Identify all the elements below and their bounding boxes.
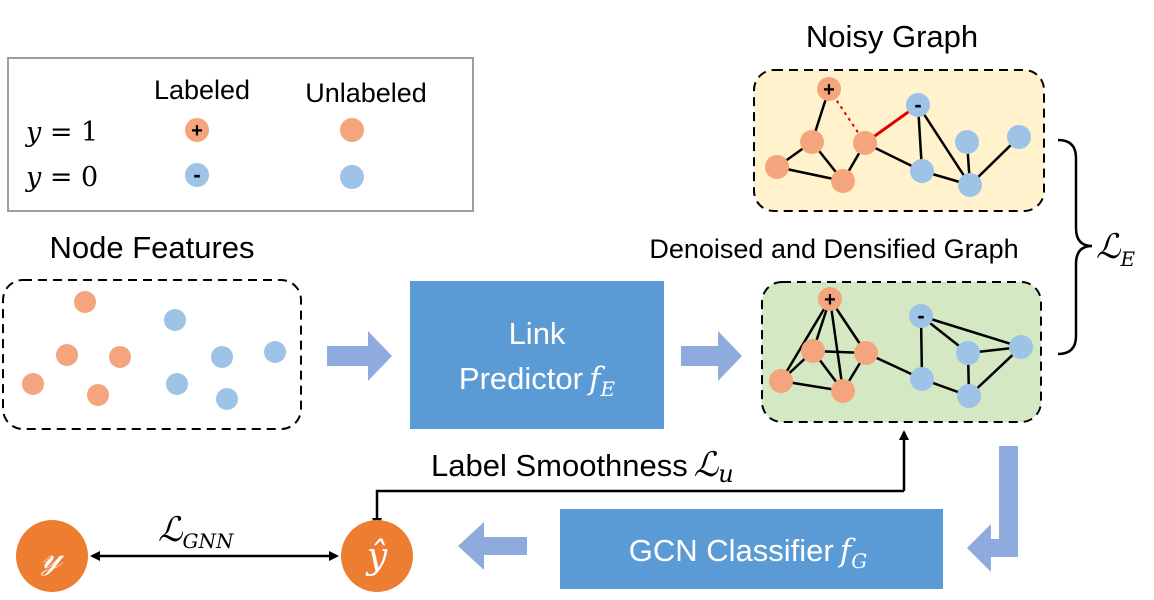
smoothness-arrow-down: [372, 489, 904, 528]
noisy-graph-box: [753, 69, 1045, 212]
graph-node: [801, 339, 825, 363]
legend-unlabeled-header: Unlabeled: [305, 78, 427, 108]
graph-node: [831, 169, 855, 193]
loss-e-sub: E: [1120, 247, 1136, 271]
loss-gnn-sub: GNN: [183, 529, 235, 553]
feature-node: [22, 373, 44, 395]
graph-edge: [920, 314, 1022, 349]
legend: Labeled Unlabeled y = 1 y = 0 + -: [7, 57, 474, 212]
ground-truth-label-symbol: 𝓎: [41, 536, 65, 577]
plus-sign: +: [823, 79, 835, 101]
ground-truth-label-node: [16, 520, 88, 592]
arrow-predictor-to-graph: [681, 331, 742, 381]
arrow-graph-to-gcn: [967, 446, 1018, 572]
graph-node: [854, 341, 878, 365]
arrow-gcn-to-prediction: [458, 522, 527, 570]
arrow-features-to-predictor: [327, 331, 392, 381]
denoised-graph: + -: [761, 281, 1042, 423]
legend-minus-sign: -: [193, 162, 200, 187]
graph-node: [1009, 335, 1033, 359]
feature-node: [216, 388, 238, 410]
graph-node: [765, 155, 789, 179]
legend-labeled-positive-node: [185, 118, 209, 142]
graph-edge: [779, 298, 832, 382]
legend-row-y0: y = 0: [25, 162, 98, 193]
legend-row-y0-eq: = 0: [41, 162, 98, 193]
denoised-graph-title: Denoised and Densified Graph: [649, 234, 1018, 264]
noisy-graph: + -: [753, 69, 1045, 212]
label-smoothness-symbol: ℒ: [694, 445, 720, 485]
loss-e-label: ℒE: [1096, 227, 1136, 271]
minus-sign: -: [914, 92, 921, 117]
node-features-box: [2, 279, 302, 430]
graph-node: [910, 159, 934, 183]
label-smoothness-text: Label Smoothness: [431, 448, 688, 483]
labeled-negative-node: [909, 304, 933, 328]
minus-sign: -: [917, 303, 924, 328]
legend-box: [7, 57, 474, 212]
link-predictor-fn-sub: E: [599, 377, 615, 401]
noisy-graph-title: Noisy Graph: [806, 19, 978, 54]
label-smoothness-sub: u: [718, 460, 733, 488]
graph-node: [955, 130, 979, 154]
gcn-classifier-box: [560, 509, 943, 589]
plus-sign: +: [824, 289, 836, 311]
loss-gnn-label: ℒGNN: [158, 510, 235, 553]
graph-node: [831, 379, 855, 403]
feature-node: [166, 373, 188, 395]
graph-node: [769, 369, 793, 393]
legend-plus-sign: +: [191, 120, 203, 142]
loss-e-brace: [1057, 138, 1093, 356]
loss-e-symbol: ℒ: [1096, 227, 1122, 267]
prediction-node: [341, 520, 413, 592]
feature-node: [109, 346, 131, 368]
legend-labeled-negative-node: [185, 163, 209, 187]
link-predictor-label-line1: Link: [509, 316, 566, 351]
loss-gnn-symbol: ℒ: [158, 510, 184, 550]
graph-edge: [916, 104, 972, 186]
legend-unlabeled-negative-node: [340, 165, 364, 189]
graph-node: [956, 341, 980, 365]
link-predictor-word: Predictor: [459, 361, 583, 396]
labeled-positive-node: [817, 77, 841, 101]
legend-unlabeled-positive-node: [340, 118, 364, 142]
legend-row-y1: y = 1: [25, 117, 98, 148]
feature-node: [74, 291, 96, 313]
legend-row-y1-eq: = 1: [41, 117, 98, 148]
graph-node: [958, 173, 982, 197]
feature-node: [56, 344, 78, 366]
link-predictor-box: [410, 281, 664, 429]
node-features-panel: [2, 279, 302, 430]
gcn-classifier-fn-sub: G: [851, 549, 867, 573]
node-features-title: Node Features: [49, 230, 254, 265]
labeled-negative-node: [906, 93, 930, 117]
graph-node: [800, 130, 824, 154]
legend-row-y0-var: y: [25, 162, 42, 193]
legend-labeled-header: Labeled: [154, 75, 250, 105]
feature-node: [164, 309, 186, 331]
legend-row-y1-var: y: [25, 117, 42, 148]
graph-node: [1007, 125, 1031, 149]
graph-node: [853, 131, 877, 155]
graph-node: [910, 367, 934, 391]
feature-node: [87, 384, 109, 406]
labeled-positive-node: [818, 287, 842, 311]
prediction-symbol: ŷ: [365, 536, 388, 577]
gcn-classifier-text: GCN Classifier: [629, 533, 834, 568]
graph-node: [957, 384, 981, 408]
feature-node: [264, 341, 286, 363]
feature-node: [211, 346, 233, 368]
graph-edge: [828, 298, 845, 392]
